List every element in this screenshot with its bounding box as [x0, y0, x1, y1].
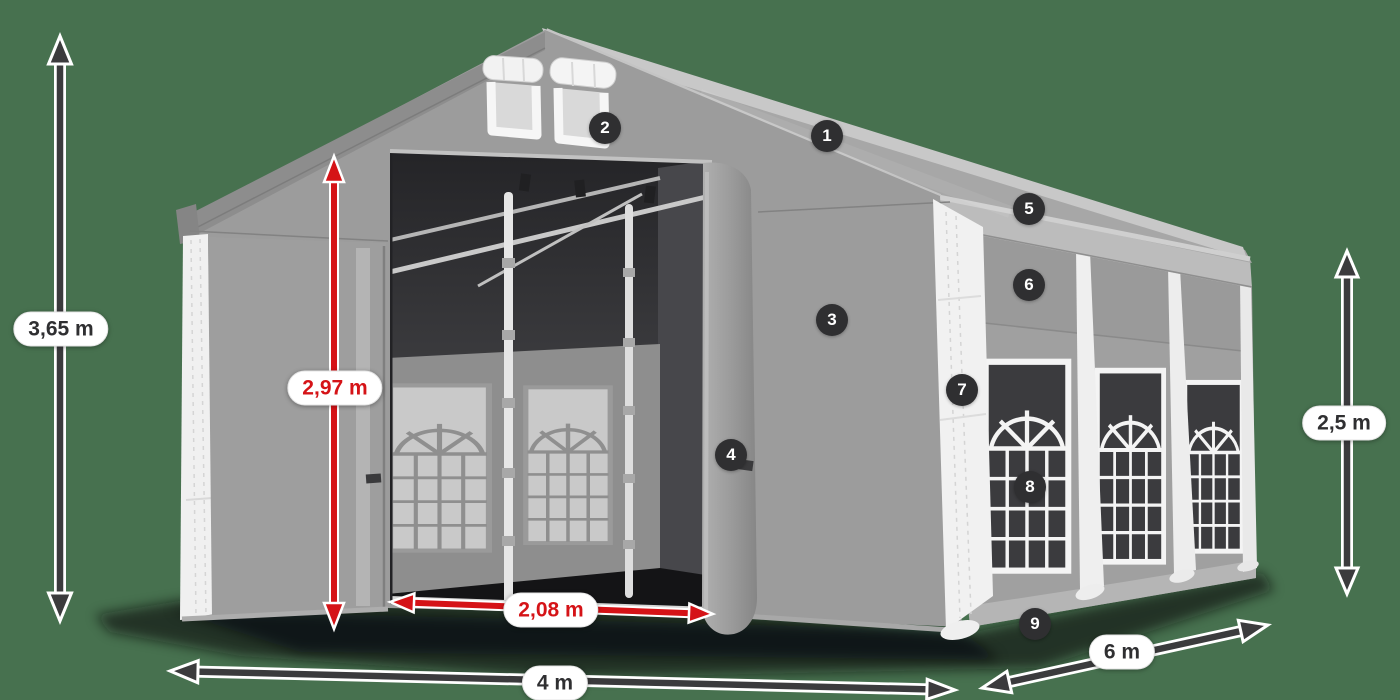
callout-badge-5: 5 — [1013, 193, 1045, 225]
vent-roll-left — [482, 55, 544, 83]
callout-badge-9: 9 — [1019, 608, 1051, 640]
roof-ridge-band — [542, 28, 1247, 259]
side-height-value: 2,5 m — [1317, 411, 1371, 435]
interior-window-1 — [390, 385, 489, 550]
dimension-label-total-height: 3,65 m — [13, 311, 109, 347]
side-window-3 — [1185, 382, 1242, 551]
left-door-leaf — [208, 237, 386, 617]
entrance-height-value: 2,97 m — [302, 376, 368, 400]
side-pole-strip-1 — [1076, 248, 1104, 590]
callout-number: 9 — [1030, 614, 1040, 633]
callout-badge-8: 8 — [1014, 471, 1046, 503]
tent-width-value: 4 m — [536, 671, 574, 695]
total-height-value: 3,65 m — [28, 317, 94, 341]
interior-window-2 — [526, 387, 610, 543]
side-window-2 — [1097, 371, 1163, 562]
vent-mesh-left — [489, 82, 539, 134]
interior-pole-2 — [625, 204, 633, 598]
left-eave-corner — [176, 204, 200, 244]
callout-badge-6: 6 — [1013, 269, 1045, 301]
dimension-label-side-height: 2,5 m — [1302, 405, 1386, 441]
callout-badge-1: 1 — [811, 120, 843, 152]
dimension-label-entrance-width: 2,08 m — [503, 592, 599, 628]
dimension-label-tent-length: 6 m — [1088, 634, 1156, 670]
roof-tie-clips — [518, 173, 656, 204]
vent-roll-right — [549, 57, 617, 89]
side-wall — [938, 196, 1259, 627]
dimension-label-entrance-height: 2,97 m — [287, 370, 383, 406]
interior-right-wall — [658, 160, 712, 614]
front-details — [180, 162, 993, 640]
callout-badge-2: 2 — [589, 112, 621, 144]
back-corner-strip — [1240, 278, 1257, 572]
callout-number: 1 — [822, 126, 832, 145]
side-window-1 — [986, 362, 1069, 571]
side-pole-strip-2 — [1168, 266, 1196, 574]
callout-badge-4: 4 — [715, 439, 747, 471]
entrance-interior — [390, 152, 712, 614]
callout-badge-3: 3 — [816, 304, 848, 336]
callout-number: 8 — [1025, 477, 1035, 496]
callout-number: 5 — [1024, 199, 1034, 218]
callout-number: 7 — [957, 380, 967, 399]
dimension-label-tent-width: 4 m — [521, 665, 589, 700]
front-left-corner-strip — [180, 234, 214, 620]
tent-length-value: 6 m — [1103, 640, 1141, 664]
left-door-strap — [365, 473, 382, 484]
entrance-width-value: 2,08 m — [518, 598, 584, 622]
callout-number: 6 — [1024, 275, 1034, 294]
callout-number: 4 — [726, 445, 736, 464]
callout-badge-7: 7 — [946, 374, 978, 406]
callout-number: 2 — [600, 118, 610, 137]
left-roof-fascia — [186, 32, 545, 234]
right-door-leaf — [702, 162, 758, 635]
roof-eave-edge — [937, 194, 1251, 262]
entrance-top-beam — [389, 149, 713, 164]
callout-number: 3 — [827, 310, 837, 329]
